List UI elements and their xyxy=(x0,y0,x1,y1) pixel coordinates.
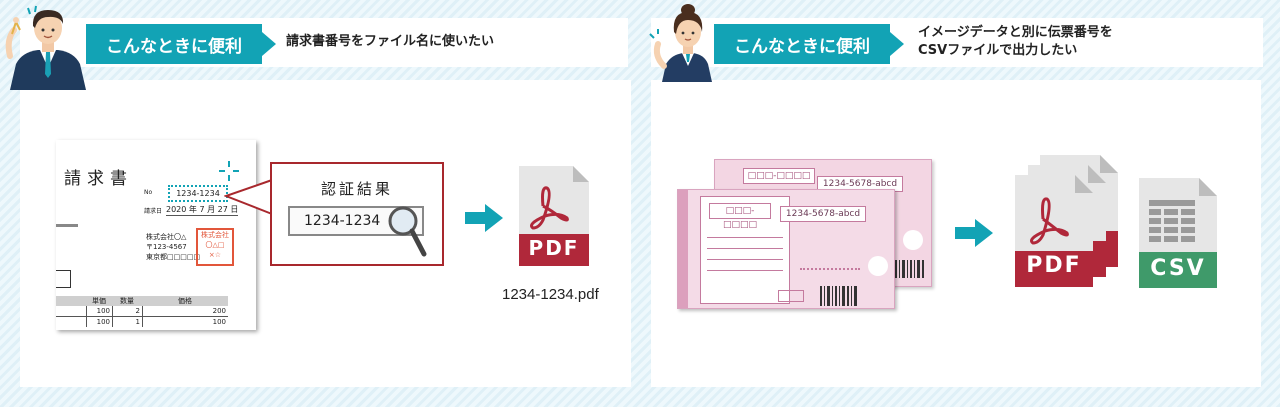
pdf-file-icon xyxy=(519,166,589,266)
invoice-date-label: 請求日 xyxy=(144,208,163,215)
magnifier-icon xyxy=(388,206,427,257)
right-headline: イメージデータと別に伝票番号を CSVファイルで出力したい xyxy=(918,25,1113,58)
slip-front-small-box xyxy=(778,290,804,302)
table-header: 単価 xyxy=(92,297,106,305)
invoice-document: 請求書 No 1234-1234 請求日 2020 年 7 月 27 日 株式会… xyxy=(56,140,256,330)
slip-form-line xyxy=(707,260,783,271)
slip-front-box-text: □□□-□□□□ xyxy=(709,203,771,230)
flow-arrow-right xyxy=(955,219,993,247)
right-badge: こんなときに便利 xyxy=(714,24,890,64)
csv-file-icon xyxy=(1139,178,1217,288)
pdf-label: PDF xyxy=(528,236,580,260)
slip-form-line xyxy=(707,249,783,260)
company-stamp: 株式会社 〇△□ ×☆ xyxy=(196,228,234,266)
invoice-box xyxy=(56,270,71,288)
invoice-date-value: 2020 年 7 月 27 日 xyxy=(166,205,239,216)
callout-pointer xyxy=(224,179,273,215)
invoice-address: 東京都□□□□□ xyxy=(146,253,201,261)
left-headline: 請求書番号をファイル名に使いたい xyxy=(286,34,495,49)
slip-front-stripe xyxy=(678,190,688,308)
left-badge: こんなときに便利 xyxy=(86,24,262,64)
table-row: 100 1 100 xyxy=(56,317,228,327)
output-filename: 1234-1234.pdf xyxy=(502,286,599,303)
slip-front-circle xyxy=(868,256,888,276)
left-badge-arrow xyxy=(262,32,276,56)
slip-front-dots xyxy=(800,268,860,276)
pdf-file-icon-front xyxy=(1015,175,1093,287)
invoice-table: 単価 数量 価格 100 2 200 100 1 100 xyxy=(56,296,228,327)
table-header: 価格 xyxy=(178,297,192,305)
recognition-label: 認証結果 xyxy=(320,180,393,198)
invoice-company: 株式会社〇△ xyxy=(146,233,187,241)
pdf-label-right: PDF xyxy=(1026,253,1082,278)
invoice-no-value: 1234-1234 xyxy=(168,185,228,202)
slip-front-form: □□□-□□□□ xyxy=(700,196,790,304)
table-header-row: 単価 数量 価格 xyxy=(56,296,228,306)
businessman-avatar xyxy=(5,5,86,90)
invoice-title: 請求書 xyxy=(64,169,133,189)
slip-front-number: 1234-5678-abcd xyxy=(780,206,866,222)
slip-front-barcode xyxy=(820,286,857,306)
table-header: 数量 xyxy=(120,297,134,305)
right-badge-arrow xyxy=(890,32,904,56)
slip-form-line xyxy=(707,227,783,238)
csv-label: CSV xyxy=(1150,256,1206,281)
table-row: 100 2 200 xyxy=(56,306,228,317)
slip-back-circle xyxy=(903,230,923,250)
invoice-rule xyxy=(56,224,78,227)
slip-box-text: □□□-□□□□ xyxy=(743,168,815,184)
flow-arrow-left xyxy=(465,204,503,232)
invoice-no-label: No xyxy=(144,189,153,196)
staff-woman-avatar xyxy=(649,4,712,82)
sparkle-icon xyxy=(219,161,239,181)
slip-form-line xyxy=(707,238,783,249)
invoice-postal: 〒123-4567 xyxy=(146,243,187,251)
shipping-slip-front: □□□-□□□□ 1234-5678-abcd xyxy=(677,189,895,309)
slip-back-barcode xyxy=(895,260,924,278)
